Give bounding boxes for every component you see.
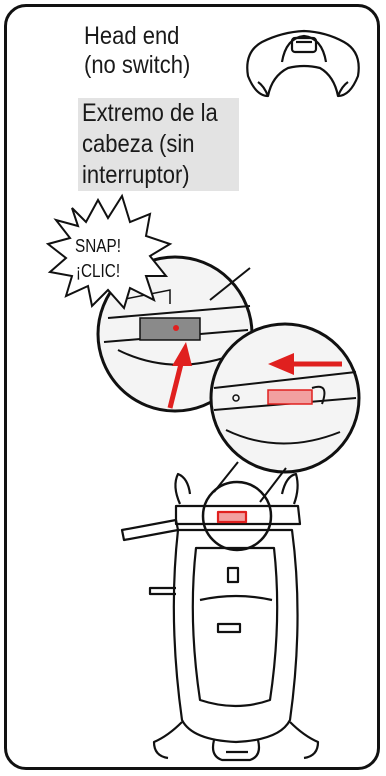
- snap-label-en: SNAP!: [63, 234, 133, 259]
- bassinet-frame-icon: [122, 474, 318, 760]
- snap-callout-text: SNAP! ¡CLIC!: [63, 234, 133, 284]
- heading-spanish: Extremo de la cabeza (sin interruptor): [78, 98, 239, 191]
- heading-es-line2: cabeza (sin: [82, 129, 195, 159]
- zoom-detail-icon: [211, 324, 359, 472]
- heading-es-line1: Extremo de la: [82, 98, 218, 128]
- heading-en-line1: Head end: [84, 22, 179, 50]
- heading-es-line3: interruptor): [82, 160, 190, 190]
- heading-english: Head end (no switch): [84, 22, 190, 80]
- heading-en-line2: (no switch): [84, 51, 190, 79]
- snap-label-es: ¡CLIC!: [63, 259, 133, 284]
- headrest-icon: [247, 31, 358, 96]
